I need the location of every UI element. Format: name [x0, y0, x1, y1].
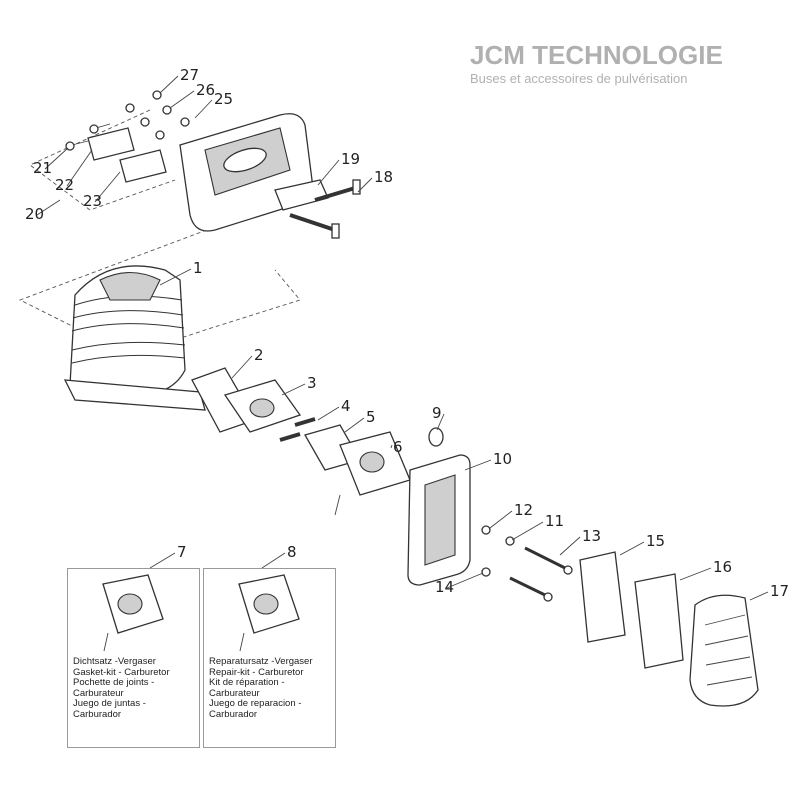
leader-line	[489, 510, 513, 529]
leader-line	[317, 406, 340, 421]
leader-line	[357, 177, 373, 193]
plate	[87, 127, 135, 161]
choke-knob	[428, 427, 444, 447]
callout-number-8: 8	[287, 543, 297, 561]
filter-element	[579, 551, 626, 643]
leader-line	[436, 413, 445, 431]
callout-number-12: 12	[514, 501, 533, 519]
callout-number-7: 7	[177, 543, 187, 561]
callout-number-23: 23	[83, 192, 102, 210]
kit-line: Kit de réparation - Carburateur	[209, 677, 285, 699]
filter-screws	[509, 546, 573, 602]
kit-line: Pochette de joints - Carburateur	[73, 677, 155, 699]
leader-line	[169, 90, 195, 109]
leader-line	[231, 355, 253, 379]
callout-number-19: 19	[341, 150, 360, 168]
muffler-cover	[179, 113, 313, 232]
leader-line	[559, 536, 581, 556]
leader-line	[149, 552, 176, 569]
callout-number-15: 15	[646, 532, 665, 550]
leader-line	[159, 268, 192, 286]
carburetor-illustration	[238, 574, 300, 652]
kit-line: Juego de reparacion - Carburador	[209, 698, 302, 720]
leader-line	[511, 521, 544, 541]
nuts-washers	[125, 90, 190, 140]
gasket-plate	[119, 149, 167, 183]
leader-line	[679, 567, 712, 581]
callout-number-13: 13	[582, 527, 601, 545]
leader-line	[344, 417, 365, 433]
carburetor-illustration	[102, 574, 164, 652]
air-filter-base	[407, 454, 471, 586]
leader-line	[159, 75, 179, 94]
callout-number-26: 26	[196, 81, 215, 99]
leader-line	[36, 199, 61, 216]
washer	[481, 525, 491, 535]
kit-line: Gasket-kit - Carburetor	[73, 666, 170, 678]
callout-number-3: 3	[307, 374, 317, 392]
callout-number-6: 6	[393, 438, 403, 456]
callout-number-25: 25	[214, 90, 233, 108]
callout-number-17: 17	[770, 582, 789, 600]
kit-description: Dichtsatz -Vergaser Gasket-kit - Carbure…	[73, 656, 195, 720]
callout-number-9: 9	[432, 404, 442, 422]
kit-line: Repair-kit - Carburetor	[209, 666, 304, 678]
callout-number-5: 5	[366, 408, 376, 426]
callout-number-20: 20	[25, 205, 44, 223]
callout-number-27: 27	[180, 66, 199, 84]
callout-number-21: 21	[33, 159, 52, 177]
washer	[481, 567, 491, 577]
leader-line	[464, 459, 492, 471]
kit-line: Reparatursatz -Vergaser	[209, 656, 313, 667]
callout-number-16: 16	[713, 558, 732, 576]
leader-line	[66, 149, 93, 187]
callout-number-1: 1	[193, 259, 203, 277]
leader-line	[281, 383, 306, 396]
kit-line: Juego de juntas - Carburador	[73, 698, 146, 720]
leader-line	[44, 147, 69, 170]
group-outline-cylinder	[18, 224, 301, 356]
intake-flange	[223, 379, 316, 442]
filter-pad	[634, 573, 684, 669]
washer	[505, 536, 515, 546]
carburetor	[334, 431, 411, 516]
kit-description: Reparatursatz -Vergaser Repair-kit - Car…	[209, 656, 331, 720]
leader-line	[446, 572, 484, 589]
cylinder	[63, 265, 206, 411]
callout-number-2: 2	[254, 346, 264, 364]
leader-line	[194, 99, 213, 119]
leader-line	[261, 552, 286, 569]
callout-number-11: 11	[545, 512, 564, 530]
leader-line	[317, 159, 340, 186]
repair-kit-box: Reparatursatz -Vergaser Repair-kit - Car…	[203, 568, 336, 748]
kit-line: Dichtsatz -Vergaser	[73, 656, 156, 667]
callout-number-22: 22	[55, 176, 74, 194]
air-filter-cover	[689, 594, 759, 707]
callout-number-4: 4	[341, 397, 351, 415]
leader-line	[619, 541, 645, 556]
callout-number-10: 10	[493, 450, 512, 468]
leader-line	[749, 591, 769, 601]
bolts	[289, 179, 361, 239]
callout-number-14: 14	[435, 578, 454, 596]
callout-number-18: 18	[374, 168, 393, 186]
screws	[65, 123, 111, 151]
gasket-kit-box: Dichtsatz -Vergaser Gasket-kit - Carbure…	[67, 568, 200, 748]
leader-line	[390, 444, 393, 449]
leader-line	[94, 171, 121, 203]
